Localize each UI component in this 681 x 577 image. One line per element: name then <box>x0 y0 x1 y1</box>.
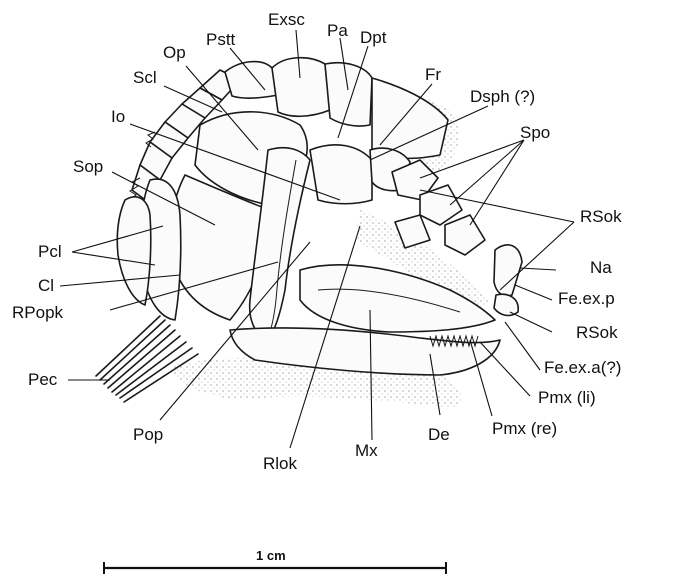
label-de: De <box>428 425 450 444</box>
label-na: Na <box>590 258 612 277</box>
frontal-bone <box>372 78 448 158</box>
infraorbital-bone <box>310 145 372 204</box>
extrascapular-bone <box>272 58 330 117</box>
label-exsc: Exsc <box>268 10 305 29</box>
label-fe-ex-p: Fe.ex.p <box>558 289 615 308</box>
label-pa: Pa <box>327 21 348 40</box>
label-mx: Mx <box>355 441 378 460</box>
label-sop: Sop <box>73 157 103 176</box>
label-pmx-li: Pmx (li) <box>538 388 596 407</box>
label-fr: Fr <box>425 65 441 84</box>
scale-bar: 1 cm <box>104 548 446 574</box>
label-pmx-re: Pmx (re) <box>492 419 557 438</box>
label-fe-ex-a: Fe.ex.a(?) <box>544 358 621 377</box>
label-rpopk: RPopk <box>12 303 64 322</box>
parietal-bone <box>325 63 372 126</box>
label-rsok-lower: RSok <box>576 323 618 342</box>
label-dpt: Dpt <box>360 28 387 47</box>
snout-tip <box>494 294 518 315</box>
posttemporal-bone <box>225 62 278 99</box>
nasal-bone <box>494 245 522 296</box>
label-rsok-upper: RSok <box>580 207 622 226</box>
scale-bar-label: 1 cm <box>256 548 286 563</box>
postcleithrum-bone <box>117 197 151 305</box>
label-op: Op <box>163 43 186 62</box>
circumorbital-series <box>392 160 485 255</box>
label-rlok: Rlok <box>263 454 298 473</box>
label-pec: Pec <box>28 370 58 389</box>
label-scl: Scl <box>133 68 157 87</box>
label-pstt: Pstt <box>206 30 236 49</box>
label-pop: Pop <box>133 425 163 444</box>
label-pcl: Pcl <box>38 242 62 261</box>
skull-drawing <box>96 58 522 408</box>
label-dsph: Dsph (?) <box>470 87 535 106</box>
pectoral-fin <box>96 316 198 402</box>
label-io: Io <box>111 107 125 126</box>
label-spo: Spo <box>520 123 550 142</box>
label-cl: Cl <box>38 276 54 295</box>
